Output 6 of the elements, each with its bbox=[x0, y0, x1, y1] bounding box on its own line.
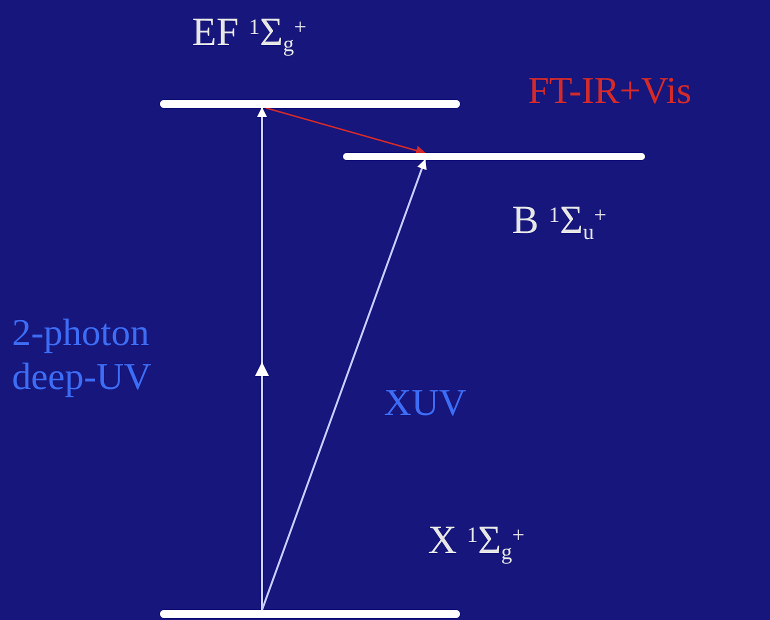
arrow bbox=[266, 107, 426, 156]
energy-level-bar bbox=[160, 610, 460, 618]
energy-level-bar bbox=[343, 153, 645, 160]
arrow bbox=[255, 108, 269, 610]
energy-level-bar bbox=[160, 100, 460, 108]
arrow bbox=[261, 159, 427, 610]
